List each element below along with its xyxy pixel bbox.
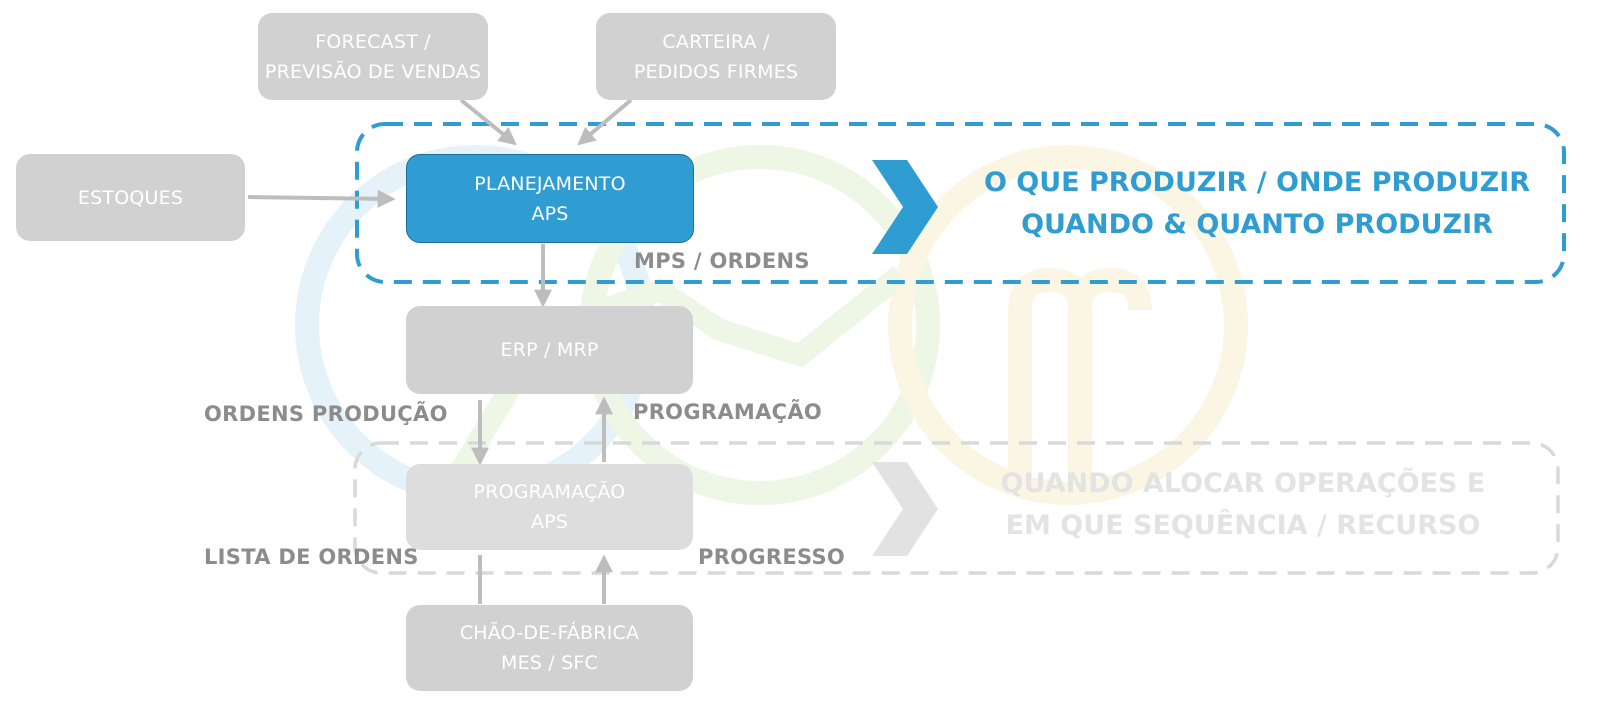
label-ordens-producao: ORDENS PRODUÇÃO — [204, 402, 448, 426]
planning-region — [355, 122, 1566, 284]
chao-box-line2: MES / SFC — [501, 652, 598, 674]
label-programacao: PROGRAMAÇÃO — [633, 400, 823, 424]
erp-box-label: ERP / MRP — [500, 339, 599, 361]
forecast-box-line2: PREVISÃO DE VENDAS — [264, 60, 482, 83]
programacao-box-line1: PROGRAMAÇÃO — [473, 481, 626, 503]
planning-statement-line1: O QUE PRODUZIR / ONDE PRODUZIR — [983, 167, 1531, 198]
arrow-forecast-to-planejamento — [459, 98, 517, 146]
planejamento-aps-box: PLANEJAMENTO APS — [406, 154, 694, 243]
programacao-aps-box: PROGRAMAÇÃO APS — [406, 464, 693, 550]
erp-mrp-box: ERP / MRP — [406, 306, 693, 394]
scheduling-statement-line1: QUANDO ALOCAR OPERAÇÕES E — [1000, 468, 1486, 499]
scheduling-statement: QUANDO ALOCAR OPERAÇÕES E EM QUE SEQUÊNC… — [968, 463, 1518, 547]
forecast-box: FORECAST / PREVISÃO DE VENDAS — [258, 13, 488, 100]
forecast-box-line1: FORECAST / — [315, 30, 431, 53]
arrow-estoques-to-planejamento — [247, 189, 396, 208]
label-progresso: PROGRESSO — [698, 545, 846, 569]
planejamento-box-line2: APS — [531, 202, 569, 225]
label-lista-de-ordens: LISTA DE ORDENS — [204, 545, 419, 569]
planejamento-box-line1: PLANEJAMENTO — [474, 172, 626, 195]
chao-de-fabrica-box: CHÃO-DE-FÁBRICA MES / SFC — [406, 605, 693, 691]
estoques-box: ESTOQUES — [16, 154, 245, 241]
flow-arrows — [247, 98, 633, 604]
carteira-box: CARTEIRA / PEDIDOS FIRMES — [596, 13, 836, 100]
carteira-box-line1: CARTEIRA / — [662, 30, 770, 53]
planning-statement: O QUE PRODUZIR / ONDE PRODUZIR QUANDO & … — [962, 162, 1552, 246]
programacao-box-line2: APS — [530, 511, 569, 533]
chevron-right-icon — [872, 160, 938, 254]
estoques-box-label: ESTOQUES — [77, 186, 184, 209]
chevron-right-icon — [872, 462, 938, 556]
carteira-box-line2: PEDIDOS FIRMES — [633, 60, 799, 83]
scheduling-statement-line2: EM QUE SEQUÊNCIA / RECURSO — [1005, 510, 1481, 541]
chao-box-line1: CHÃO-DE-FÁBRICA — [459, 622, 640, 644]
arrow-carteira-to-planejamento — [577, 98, 633, 146]
scheduling-region — [353, 441, 1560, 575]
planning-statement-line2: QUANDO & QUANTO PRODUZIR — [1021, 209, 1493, 240]
label-mps-ordens: MPS / ORDENS — [634, 249, 810, 273]
